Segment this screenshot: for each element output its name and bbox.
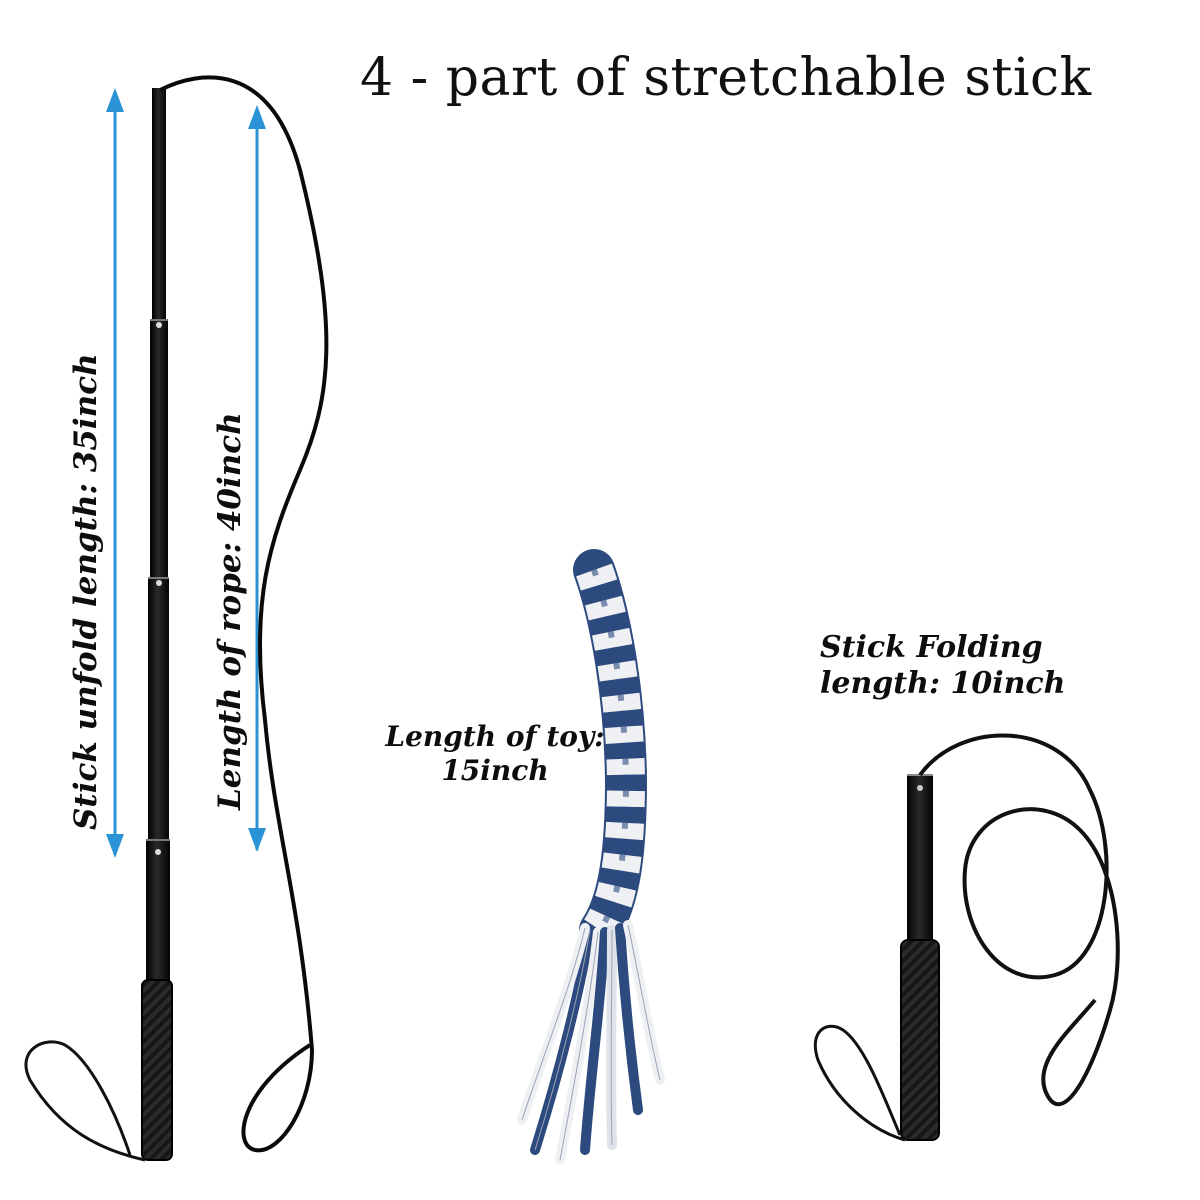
folding-length-line-1: Stick Folding [820, 630, 1043, 665]
stick-length-arrow [106, 88, 124, 858]
rope-length-label: Length of rope: 40inch [212, 412, 248, 810]
rope-length-arrow [248, 105, 266, 852]
wrist-strap [24, 1040, 146, 1162]
extended-stick [141, 88, 173, 1161]
coiled-rope [918, 733, 1120, 1107]
toy-length-line-2: 15inch [441, 754, 549, 787]
toy-length-line-1: Length of toy: [385, 720, 605, 753]
folded-stick [900, 774, 940, 1141]
stick-unfold-length-label: Stick unfold length: 35inch [68, 353, 104, 830]
page-title: 4 - part of stretchable stick [360, 48, 1092, 108]
folding-length-label: Stick Folding length: 10inch [820, 630, 1066, 702]
folding-length-line-2: length: 10inch [820, 666, 1066, 701]
toy-length-label: Length of toy: 15inch [380, 720, 610, 788]
rope-toy [517, 549, 665, 1165]
folded-wrist-strap [813, 1024, 906, 1142]
long-rope [159, 75, 329, 1153]
